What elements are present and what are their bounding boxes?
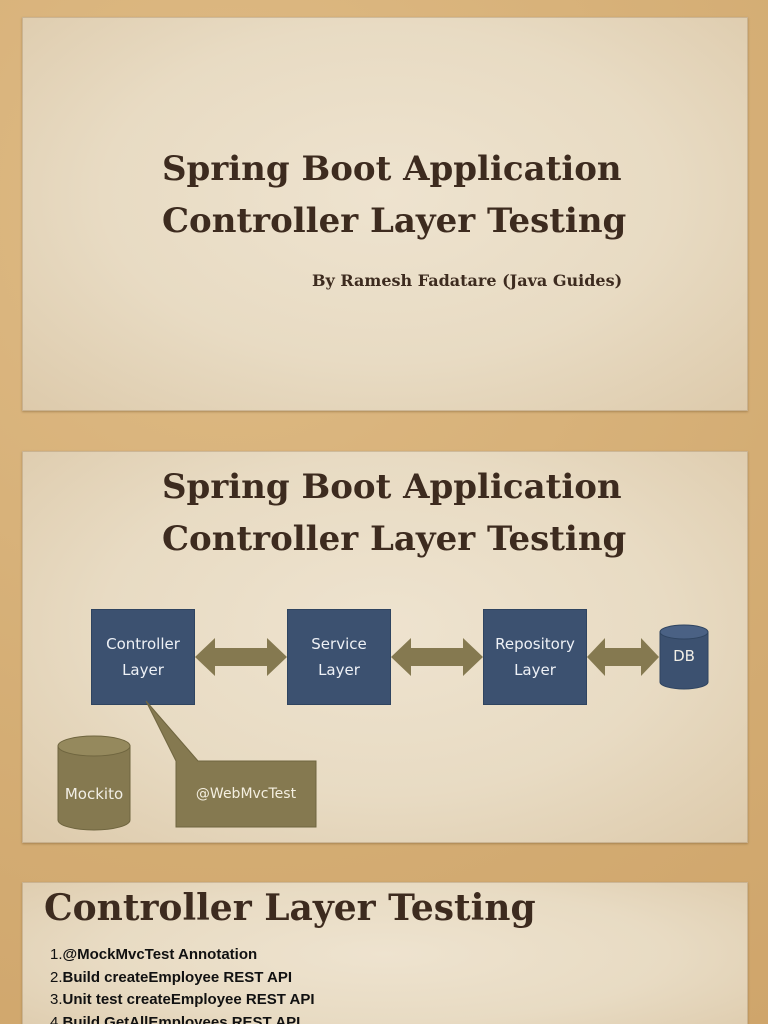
list-item-text: Build GetAllEmployees REST API <box>62 1013 301 1024</box>
db-label: DB <box>673 647 695 665</box>
agenda-title: Controller Layer Testing <box>44 887 536 929</box>
title-line-2: Controller Layer Testing <box>162 201 627 241</box>
controller-layer-label: Controller Layer <box>106 635 180 679</box>
mockito-label: Mockito <box>64 785 124 803</box>
list-item-number: 3. <box>50 991 63 1008</box>
list-item-number: 4. <box>50 1013 63 1024</box>
list-item-text: Build createEmployee REST API <box>62 968 293 986</box>
slide-diagram-heading: Spring Boot Application Controller Layer… <box>162 461 626 565</box>
list-item-text: @MockMvcTest Annotation <box>62 946 258 963</box>
title-line-2: Controller Layer Testing <box>162 519 627 559</box>
controller-layer-box: Controller Layer <box>91 609 195 705</box>
slide-title: Spring Boot Application Controller Layer… <box>22 17 748 411</box>
list-item: 3.Unit test createEmployee REST API <box>50 989 315 1012</box>
double-arrow-controller-service <box>195 638 287 676</box>
agenda-list: 1.@MockMvcTest Annotation 2.Build create… <box>50 944 315 1024</box>
mockito-cylinder-icon <box>57 735 131 831</box>
slide-title-heading: Spring Boot Application Controller Layer… <box>162 143 626 247</box>
webmvctest-label: @WebMvcTest <box>195 786 297 802</box>
author-byline: By Ramesh Fadatare (Java Guides) <box>312 271 623 290</box>
slide-agenda: Controller Layer Testing 1.@MockMvcTest … <box>22 882 748 1024</box>
repository-layer-box: Repository Layer <box>483 609 587 705</box>
webmvctest-callout-shape <box>145 700 317 828</box>
double-arrow-repository-db <box>587 638 659 676</box>
list-item-number: 2. <box>50 968 63 986</box>
list-item-text: Unit test createEmployee REST API <box>62 991 315 1008</box>
double-arrow-service-repository <box>391 638 483 676</box>
list-item: 2.Build createEmployee REST API <box>50 967 315 990</box>
list-item-number: 1. <box>50 946 63 963</box>
database-cylinder-icon <box>659 624 709 690</box>
list-item: 1.@MockMvcTest Annotation <box>50 944 315 967</box>
slide-diagram: Spring Boot Application Controller Layer… <box>22 451 748 843</box>
title-line-1: Spring Boot Application <box>162 467 622 507</box>
title-line-1: Spring Boot Application <box>162 149 622 189</box>
repository-layer-label: Repository Layer <box>495 635 575 679</box>
service-layer-box: Service Layer <box>287 609 391 705</box>
list-item: 4.Build GetAllEmployees REST API <box>50 1012 315 1024</box>
service-layer-label: Service Layer <box>311 635 367 679</box>
